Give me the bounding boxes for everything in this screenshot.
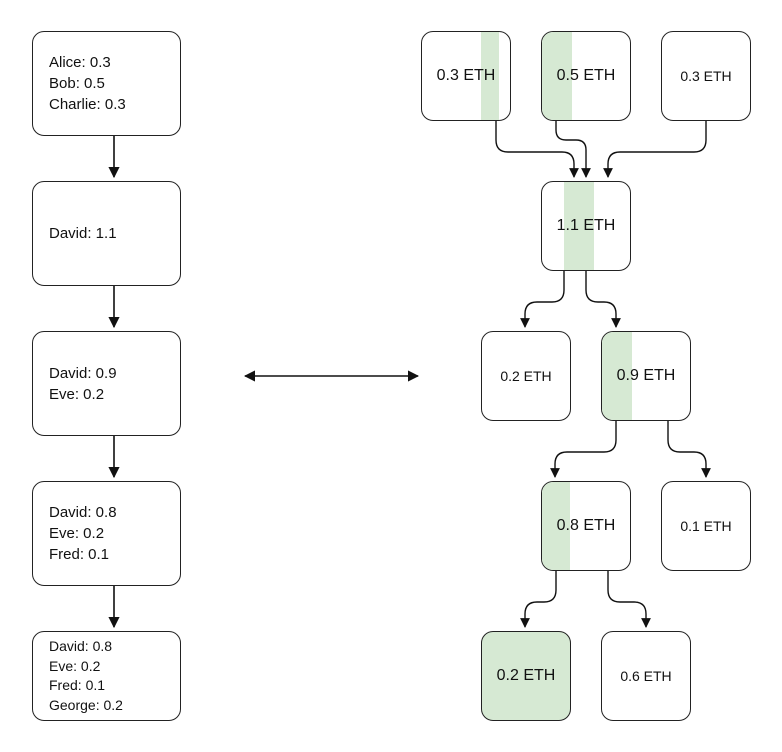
connector-d-f xyxy=(585,271,621,328)
spent-highlight xyxy=(481,32,499,120)
utxo-label: 0.6 ETH xyxy=(620,668,672,684)
utxo-label: 0.8 ETH xyxy=(556,517,616,534)
utxo-i: 0.2 ETH xyxy=(481,631,571,721)
ledger-state-1: Alice: 0.3 Bob: 0.5 Charlie: 0.3 xyxy=(32,31,181,136)
connector-f-g xyxy=(550,421,617,478)
utxo-c: 0.3 ETH xyxy=(661,31,751,121)
connector-a-d xyxy=(495,120,579,178)
utxo-label: 0.9 ETH xyxy=(616,367,676,384)
utxo-g: 0.8 ETH xyxy=(541,481,631,571)
utxo-e: 0.2 ETH xyxy=(481,331,571,421)
utxo-label: 0.1 ETH xyxy=(680,518,732,534)
utxo-b: 0.5 ETH xyxy=(541,31,631,121)
utxo-label: 0.2 ETH xyxy=(500,368,552,384)
ledger-line: Eve: 0.2 xyxy=(49,385,105,403)
ledger-state-2: David: 1.1 xyxy=(32,181,181,286)
connector-d-e xyxy=(520,271,565,328)
ledger-line: David: 1.1 xyxy=(49,225,117,242)
spent-highlight xyxy=(542,482,570,570)
ledger-line: George: 0.2 xyxy=(49,696,123,713)
ledger-line: David: 0.8 xyxy=(49,638,113,654)
ledger-state-5: David: 0.8 Eve: 0.2 Fred: 0.1 George: 0.… xyxy=(32,631,181,721)
utxo-label: 0.5 ETH xyxy=(556,67,616,84)
connector-b-d xyxy=(555,120,591,178)
spent-highlight xyxy=(564,182,594,270)
utxo-j: 0.6 ETH xyxy=(601,631,691,721)
utxo-d: 1.1 ETH xyxy=(541,181,631,271)
ledger-state-4: David: 0.8 Eve: 0.2 Fred: 0.1 xyxy=(32,481,181,586)
ledger-line: Eve: 0.2 xyxy=(49,657,101,674)
spent-highlight xyxy=(542,32,572,120)
utxo-label: 0.3 ETH xyxy=(680,68,732,84)
ledger-line: Fred: 0.1 xyxy=(49,546,110,563)
utxo-f: 0.9 ETH xyxy=(601,331,691,421)
utxo-label: 0.2 ETH xyxy=(496,667,556,684)
ledger-line: David: 0.8 xyxy=(49,504,117,521)
ledger-line: Eve: 0.2 xyxy=(49,525,105,542)
utxo-label: 0.3 ETH xyxy=(436,67,496,84)
utxo-h: 0.1 ETH xyxy=(661,481,751,571)
ledger-line: Fred: 0.1 xyxy=(49,677,106,693)
utxo-label: 1.1 ETH xyxy=(556,217,616,234)
ledger-state-3: David: 0.9 Eve: 0.2 xyxy=(32,331,181,436)
spent-highlight xyxy=(602,332,632,420)
connector-f-h xyxy=(667,421,711,478)
utxo-a: 0.3 ETH xyxy=(421,31,511,121)
ledger-line: Bob: 0.5 xyxy=(49,75,105,92)
connector-g-i xyxy=(520,571,557,628)
ledger-line: David: 0.9 xyxy=(49,364,117,382)
ledger-line: Charlie: 0.3 xyxy=(49,96,126,113)
connector-c-d xyxy=(603,120,707,178)
connector-g-j xyxy=(607,571,651,628)
ledger-line: Alice: 0.3 xyxy=(49,54,111,71)
